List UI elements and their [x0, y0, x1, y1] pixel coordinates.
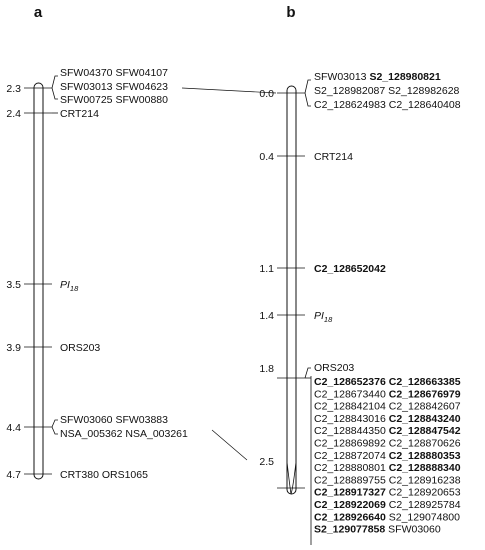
- pos-a-6: 4.7: [6, 469, 21, 481]
- marker-b-cluster-row: C2_128880801 C2_128888340: [314, 462, 461, 474]
- connector-bottom: [211, 429, 248, 461]
- pos-b-4: 1.4: [259, 310, 274, 322]
- marker-a-bottom: CRT380 ORS1065: [60, 469, 148, 481]
- bracket-b-top-low: [304, 92, 311, 107]
- marker-b-cluster-row: C2_128844350 C2_128847542: [314, 425, 461, 437]
- bracket-b-ors: [304, 367, 311, 379]
- marker-b-crt214: CRT214: [314, 151, 353, 163]
- marker-a-ors203: ORS203: [60, 342, 100, 354]
- connector-top: [181, 87, 277, 94]
- marker-a-pi18: PI18: [60, 279, 79, 293]
- marker-b-cluster-row: C2_128872074 C2_128880353: [314, 450, 461, 462]
- marker-b-cluster-row: C2_128922069 C2_128925784: [314, 499, 461, 511]
- marker-a-top2: SFW03013 SFW04623: [60, 81, 168, 93]
- bracket-b-top: [304, 79, 311, 94]
- marker-b-cluster-row: C2_128926640 S2_129074800: [314, 511, 460, 523]
- panel-b-label: b: [286, 4, 295, 21]
- marker-b-cluster-row: C2_128869892 C2_128870626: [314, 438, 461, 450]
- marker-b-cluster-row: C2_128673440 C2_128676979: [314, 388, 461, 400]
- marker-a-top3: SFW00725 SFW00880: [60, 94, 168, 106]
- pos-a-5: 4.4: [6, 422, 21, 434]
- marker-a-low1: SFW03060 SFW03883: [60, 414, 168, 426]
- pos-a-2: 2.4: [6, 108, 21, 120]
- bracket-a-top-low: [51, 87, 58, 100]
- marker-b-cluster-row: S2_129077858 SFW03060: [314, 524, 441, 536]
- pos-b-1: 0.0: [259, 88, 274, 100]
- marker-b-cluster-row: C2_128843016 C2_128843240: [314, 413, 461, 425]
- panel-a: 2.3 2.4 3.5 3.9 4.4 4.7 SFW04370 SFW0410…: [6, 67, 188, 481]
- pos-a-3: 3.5: [6, 279, 21, 291]
- pos-a-1: 2.3: [6, 83, 21, 95]
- panel-a-label: a: [34, 4, 43, 21]
- pos-a-4: 3.9: [6, 342, 21, 354]
- pos-b-6: 2.5: [259, 456, 274, 468]
- marker-b-cluster-row: C2_128842104 C2_128842607: [314, 401, 461, 413]
- marker-b-cluster-row: C2_128652376 C2_128663385: [314, 376, 461, 388]
- marker-b-pi18: PI18: [314, 310, 333, 324]
- marker-b-ors203: ORS203: [314, 362, 354, 374]
- marker-b-top3: C2_128624983 C2_128640408: [314, 99, 461, 111]
- marker-a-crt214: CRT214: [60, 108, 99, 120]
- panel-b: 0.0 0.4 1.1 1.4 1.8 2.5 SFW03013 S2_1289…: [259, 71, 461, 545]
- marker-b-top1: SFW03013 S2_128980821: [314, 71, 441, 83]
- pos-b-5: 1.8: [259, 363, 274, 375]
- bracket-a-low2: [51, 426, 58, 435]
- marker-b-c2-bold: C2_128652042: [314, 263, 386, 275]
- marker-b-cluster-row: C2_128889755 C2_128916238: [314, 474, 461, 486]
- bracket-a-top: [51, 75, 58, 89]
- marker-a-top1: SFW04370 SFW04107: [60, 67, 168, 79]
- chromosome-bar-a: [33, 82, 44, 480]
- marker-b-top2: S2_128982087 S2_128982628: [314, 85, 460, 97]
- pos-b-3: 1.1: [259, 263, 274, 275]
- chromosome-bar-b: [286, 85, 297, 495]
- bracket-a-low: [51, 419, 58, 428]
- bracket-b-cluster-curve: [286, 461, 297, 495]
- marker-b-cluster-row: C2_128917327 C2_128920653: [314, 487, 461, 499]
- pos-b-2: 0.4: [259, 151, 274, 163]
- marker-a-low2: NSA_005362 NSA_003261: [60, 428, 188, 440]
